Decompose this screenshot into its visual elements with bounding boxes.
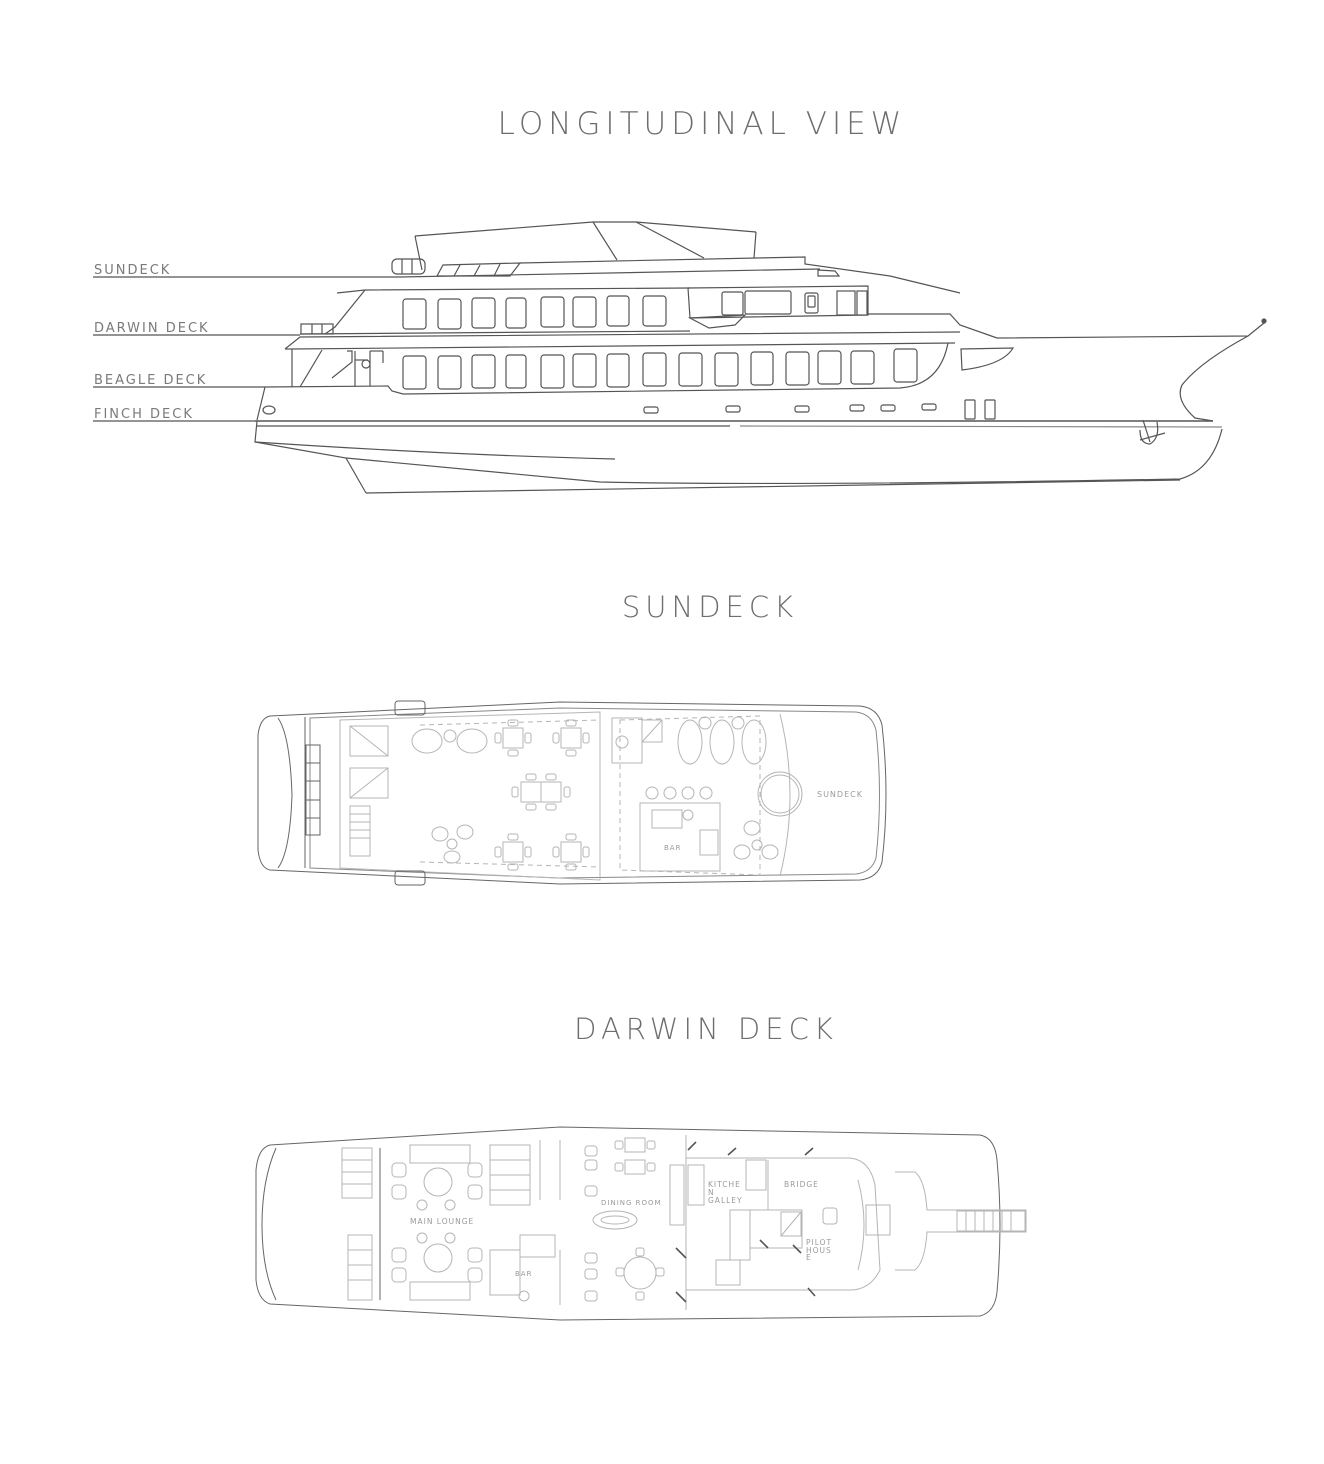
main-lounge-label: MAIN LOUNGE bbox=[410, 1217, 474, 1226]
deck-label-finch: FINCH DECK bbox=[94, 407, 194, 422]
deck-label-beagle: BEAGLE DECK bbox=[94, 373, 207, 388]
galley-label: GALLEY bbox=[708, 1196, 743, 1205]
longitudinal-view-title: LONGITUDINAL VIEW bbox=[497, 106, 907, 142]
darwin-deck-plan: MAIN LOUNGE BAR DINING ROOM KITCHE N GAL… bbox=[255, 1126, 1027, 1321]
sundeck-title: SUNDECK bbox=[621, 590, 799, 624]
kitchen-label-2: N bbox=[708, 1188, 715, 1197]
darwin-deck-title: DARWIN DECK bbox=[574, 1012, 838, 1046]
sundeck-plan: SUNDECK BAR bbox=[257, 700, 887, 886]
kitchen-label: KITCHE bbox=[708, 1180, 741, 1189]
sundeck-plan-label: SUNDECK bbox=[817, 790, 863, 799]
darwin-bar-label: BAR bbox=[515, 1270, 532, 1278]
beagle-deck-windows bbox=[402, 348, 918, 390]
anchor-icon bbox=[1139, 419, 1166, 445]
pilot-house-label: PILOT bbox=[806, 1238, 832, 1247]
longitudinal-view: SUNDECK DARWIN DECK BEAGLE DECK FINCH DE… bbox=[93, 221, 1267, 494]
dining-room-label: DINING ROOM bbox=[601, 1199, 662, 1207]
bridge-label: BRIDGE bbox=[784, 1180, 819, 1189]
pilot-house-label-2: HOUS bbox=[806, 1246, 832, 1255]
sundeck-bar-label: BAR bbox=[664, 844, 681, 852]
darwin-deck-windows bbox=[402, 295, 667, 330]
pilot-house-label-3: E bbox=[806, 1253, 812, 1262]
finch-deck-portholes bbox=[643, 399, 996, 420]
table-set bbox=[494, 719, 590, 871]
deck-label-sundeck: SUNDECK bbox=[94, 263, 171, 278]
deck-label-darwin: DARWIN DECK bbox=[94, 321, 210, 336]
